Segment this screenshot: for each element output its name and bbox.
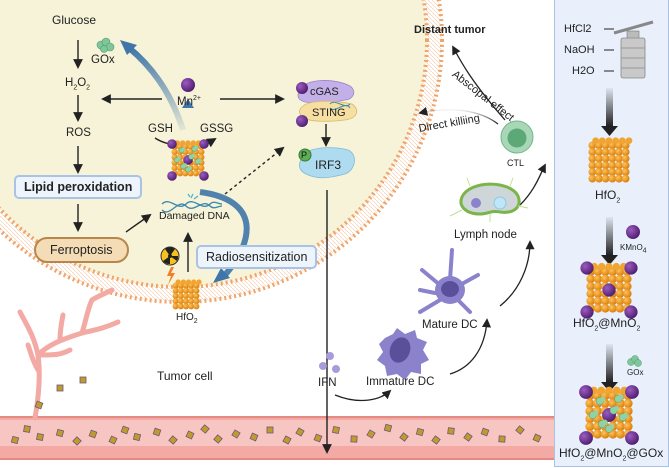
sting-label: STING	[312, 107, 346, 119]
radiation-icon	[160, 246, 180, 285]
h2o-label: H2O	[572, 65, 595, 77]
irf3-protein	[298, 147, 355, 179]
nanoparticle	[132, 432, 142, 442]
ros-label: ROS	[66, 127, 91, 139]
mn-ion-label: Mn2+	[177, 95, 201, 108]
nanoparticle	[366, 429, 376, 439]
nanoparticle	[515, 425, 525, 435]
kmno4-ball	[626, 225, 640, 239]
nanoparticle	[152, 427, 162, 437]
nanoparticle	[415, 427, 425, 437]
ferroptosis-pill: Ferroptosis	[34, 237, 129, 263]
nanoparticle	[431, 435, 441, 445]
nanoparticle	[120, 425, 130, 435]
nanoparticle	[185, 430, 195, 440]
nanoparticle-in-cell	[167, 139, 209, 181]
h2o2-label: H2O2	[65, 77, 91, 92]
gox-panel-label: GOx	[627, 368, 644, 377]
gssg-label: GSSG	[200, 123, 234, 135]
nanoparticle	[55, 428, 65, 438]
nanoparticle	[295, 427, 305, 437]
nanoparticle	[331, 425, 341, 435]
ctl-cell	[500, 120, 534, 154]
hfo2-cube	[588, 137, 633, 183]
nanoparticle	[480, 427, 490, 437]
gsh-label: GSH	[148, 123, 173, 135]
kmno4-label: KMnO4	[620, 243, 647, 255]
naoh-label: NaOH	[564, 44, 595, 56]
autoclave-icon	[613, 20, 654, 79]
immature-dc-label: Immature DC	[366, 376, 435, 388]
nanoparticle	[383, 423, 393, 433]
mn-ion-ball	[181, 78, 195, 92]
nanoparticle	[168, 435, 178, 445]
vessel-nanoparticles	[10, 423, 542, 446]
nanoparticle	[399, 432, 409, 442]
nanoparticle	[200, 424, 210, 434]
ifn-molecules	[319, 352, 340, 373]
glucose-label: Glucose	[52, 13, 97, 27]
capillary-nanoparticles	[34, 376, 87, 410]
cgas-label: cGAS	[310, 86, 339, 98]
phospho-label: P	[301, 150, 308, 160]
hfo2-mno2-gox-label: HfO2@MnO2@GOx	[559, 446, 664, 463]
hfo2-panel-label: HfO2	[595, 188, 621, 205]
cgas-sting-complex	[296, 80, 358, 127]
mature-dc-label: Mature DC	[422, 319, 478, 331]
ifn-label: IFN	[318, 377, 337, 389]
blood-vessel	[0, 416, 554, 460]
distant-tumor-label: Distant tumor	[414, 24, 486, 36]
nanoparticle	[532, 433, 542, 443]
nanoparticle	[249, 432, 259, 442]
dna-icon	[161, 193, 223, 213]
hfo2-mno2-cube	[580, 261, 638, 319]
ctl-label: CTL	[507, 158, 525, 168]
immune-arrows	[334, 45, 546, 402]
nanoparticle	[72, 436, 82, 446]
immature-dc-cell	[377, 328, 429, 380]
hfo2-cube-in-cell	[172, 279, 202, 310]
nanoparticle	[463, 432, 473, 442]
nanoparticle	[213, 434, 223, 444]
nanoparticle	[447, 427, 455, 435]
hfcl2-label: HfCl2	[564, 23, 592, 35]
irf3-label: IRF3	[315, 158, 342, 172]
nanoparticle	[282, 435, 292, 445]
nanoparticle	[498, 435, 506, 443]
capillary-branches	[17, 287, 121, 421]
hfo2-cell-label: HfO2	[176, 312, 198, 326]
gox-label: GOx	[91, 54, 115, 66]
synthesis-arrows	[601, 28, 618, 392]
damaged-dna-label: Damaged DNA	[159, 210, 230, 222]
gox-enzyme-panel	[627, 355, 642, 367]
nanoparticle	[350, 435, 358, 443]
hfo2-mno2-label: HfO2@MnO2	[573, 316, 641, 333]
nanoparticle	[10, 435, 20, 445]
nanoparticle	[88, 429, 98, 439]
nanoparticle	[266, 426, 274, 434]
lymph-node	[449, 177, 529, 222]
nanoparticle	[108, 435, 118, 445]
lipid-peroxidation-box: Lipid peroxidation	[14, 175, 143, 199]
nanoparticle	[23, 425, 31, 433]
gox-enzyme	[96, 37, 115, 53]
lymph-node-label: Lymph node	[454, 229, 517, 241]
tumor-cell-label: Tumor cell	[157, 369, 213, 383]
nanoparticle	[313, 433, 323, 443]
mature-dc-cell	[418, 248, 480, 314]
radiosensitization-box: Radiosensitization	[196, 245, 318, 269]
nanoparticle	[231, 429, 241, 439]
nanoparticle	[36, 433, 44, 441]
hfo2-mno2-gox-cube	[579, 385, 639, 445]
